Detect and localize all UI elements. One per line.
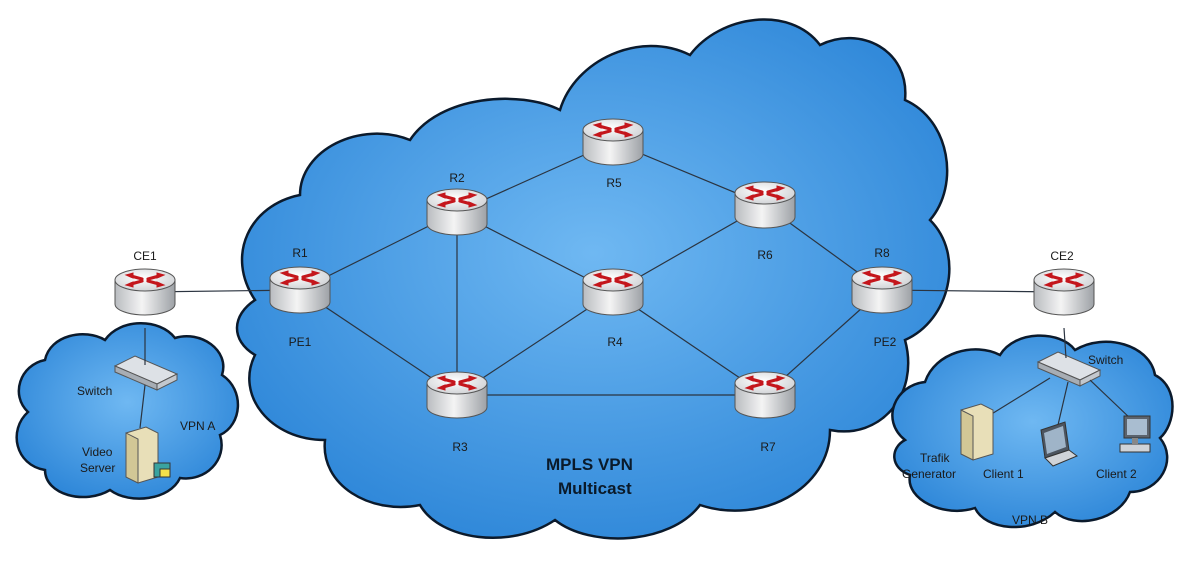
- traffic-generator-label-2: Generator: [902, 467, 956, 481]
- router-r1-label: R1: [292, 246, 308, 260]
- router-r5-icon: [581, 117, 645, 167]
- client-2-label: Client 2: [1096, 467, 1137, 481]
- router-r8-sublabel: PE2: [874, 335, 897, 349]
- video-server-icon: [125, 426, 171, 484]
- traffic-generator-icon: [960, 403, 994, 461]
- router-r1-sublabel: PE1: [289, 335, 312, 349]
- video-server-label-2: Server: [80, 461, 115, 475]
- vpn-a-name: VPN A: [180, 419, 215, 433]
- core-title-line-1: MPLS VPN: [546, 455, 633, 474]
- desktop-icon: [1119, 415, 1151, 453]
- vpn-b-name: VPN B: [1012, 513, 1048, 527]
- laptop-icon: [1040, 421, 1078, 467]
- traffic-generator-label-1: Trafik: [920, 451, 951, 465]
- router-r1-icon: [268, 265, 332, 315]
- vpn-a-cloud: [15, 322, 240, 500]
- router-ce1-icon: [113, 267, 177, 317]
- vpn-b-switch: [1036, 351, 1102, 387]
- router-ce2-label: CE2: [1050, 249, 1074, 263]
- core-title-line-2: Multicast: [558, 479, 632, 498]
- router-r6-label: R6: [757, 248, 773, 262]
- router-r8-label: R8: [874, 246, 890, 260]
- router-r3-label: R3: [452, 440, 468, 454]
- router-r7-icon: [733, 370, 797, 420]
- vpn-b-cloud: [891, 334, 1174, 529]
- router-ce2-icon: [1032, 267, 1096, 317]
- router-r4-icon: [581, 267, 645, 317]
- router-ce1-label: CE1: [133, 249, 157, 263]
- router-r2-icon: [425, 187, 489, 237]
- client-1-label: Client 1: [983, 467, 1024, 481]
- vpn-b-switch-label: Switch: [1088, 353, 1123, 367]
- router-r8-icon: [850, 265, 914, 315]
- router-r3-icon: [425, 370, 489, 420]
- router-r6-icon: [733, 180, 797, 230]
- router-r2-label: R2: [449, 171, 465, 185]
- vpn-a-switch: [113, 355, 179, 391]
- router-r4-label: R4: [607, 335, 623, 349]
- video-server-label-1: Video: [82, 445, 113, 459]
- router-r7-label: R7: [760, 440, 776, 454]
- router-r5-label: R5: [606, 176, 622, 190]
- vpn-a-switch-label: Switch: [77, 384, 112, 398]
